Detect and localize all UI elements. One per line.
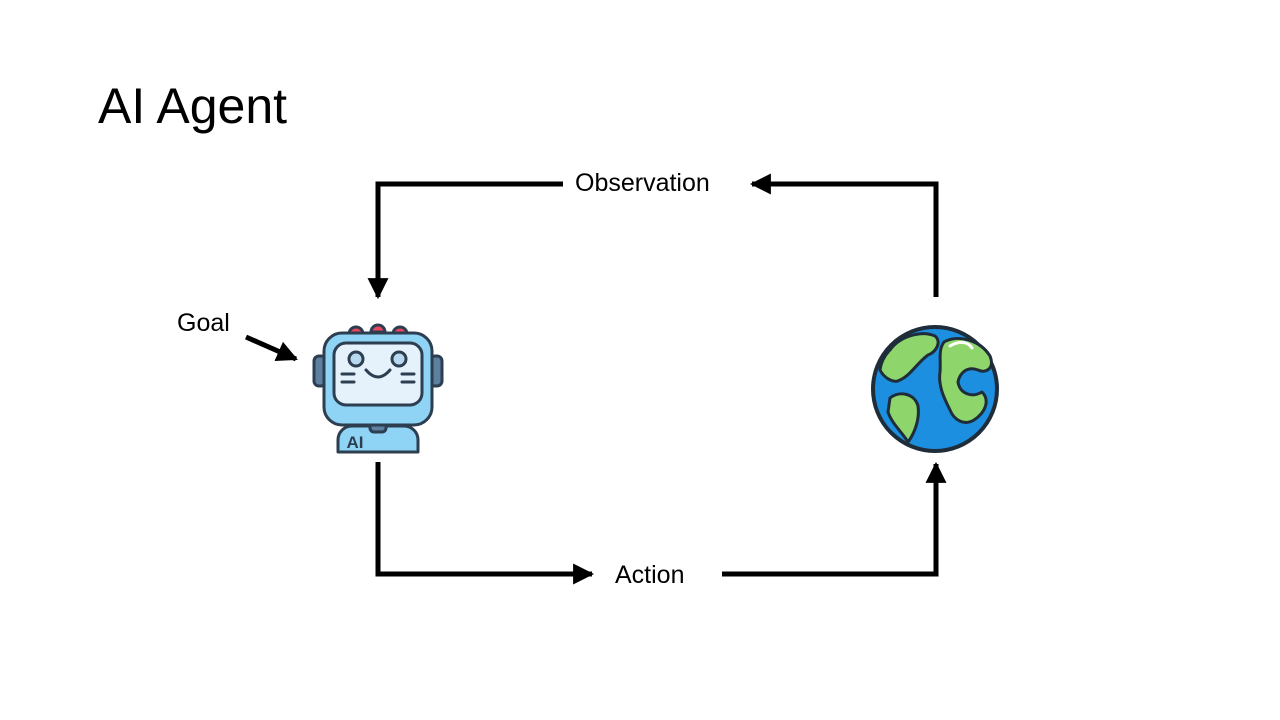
observation-arrow-left-segment [367,181,563,300]
globe-icon [871,325,999,453]
action-arrow-left-segment [375,462,595,585]
robot-badge-text: AI [347,433,364,452]
slide-title: AI Agent [98,78,288,134]
goal-label: Goal [177,309,230,337]
action-arrow-right-segment [722,461,947,577]
goal-arrow [244,334,298,362]
observation-label: Observation [575,169,710,197]
observation-arrow-right-segment [749,173,939,297]
robot-icon [312,323,444,454]
action-label: Action [615,561,685,589]
